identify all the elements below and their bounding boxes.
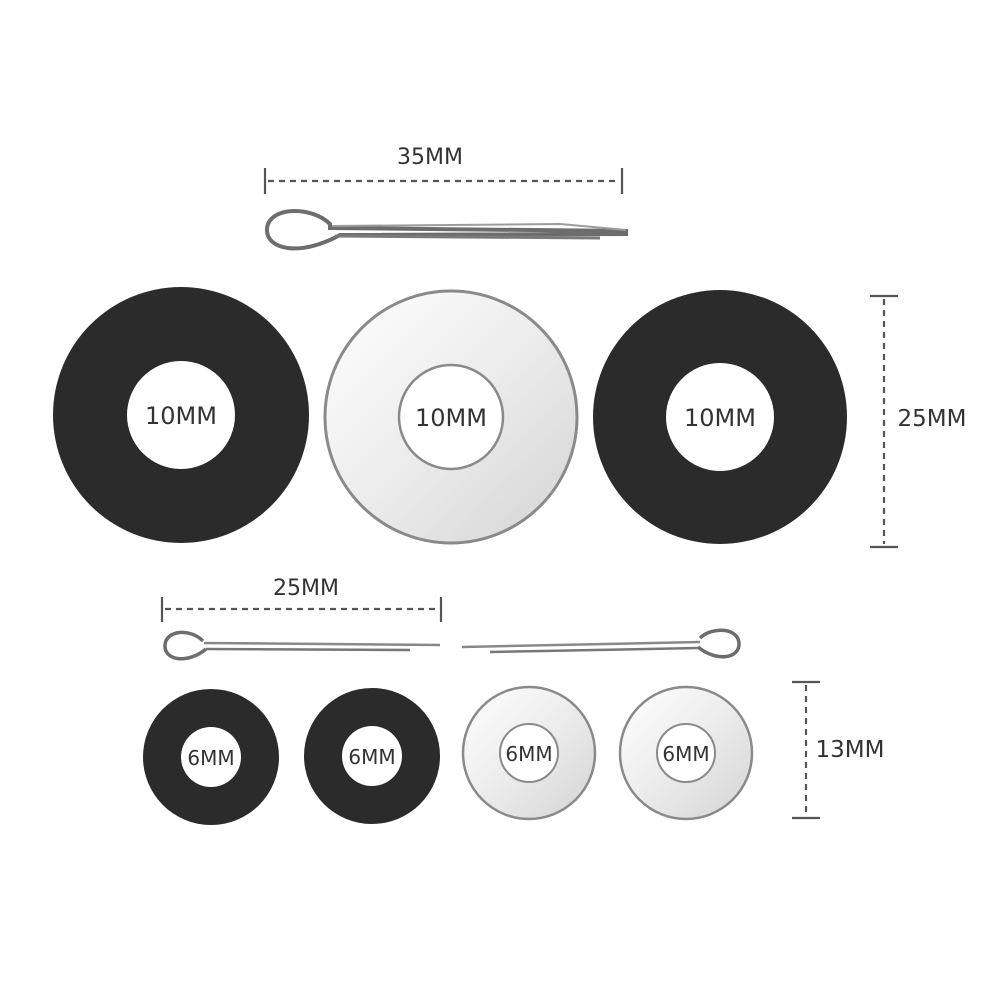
short-pin-dimension: 25MM bbox=[160, 576, 443, 622]
washer-hole-size-label: 6MM bbox=[662, 742, 709, 766]
large-washer-3: 10MM bbox=[593, 290, 847, 544]
washer-hole-size-label: 10MM bbox=[415, 404, 487, 432]
washer-hole-size-label: 6MM bbox=[505, 742, 552, 766]
small-washer-3: 6MM bbox=[461, 685, 597, 821]
long-pin-length-label: 35MM bbox=[397, 145, 463, 170]
washer-hole-size-label: 6MM bbox=[187, 746, 234, 770]
washer-hole-size-label: 6MM bbox=[348, 745, 395, 769]
small-washer-diameter-label: 13MM bbox=[816, 737, 885, 763]
small-washer-2: 6MM bbox=[304, 688, 440, 824]
washer-hole-size-label: 10MM bbox=[684, 404, 756, 432]
small-washer-1: 6MM bbox=[143, 689, 279, 825]
small-washer-4: 6MM bbox=[618, 685, 754, 821]
large-washer-2: 10MM bbox=[323, 289, 579, 545]
short-cotter-pin-left bbox=[163, 630, 441, 661]
washer-hole-size-label: 10MM bbox=[145, 402, 217, 430]
large-washer-dimension: 25MM bbox=[870, 294, 967, 549]
short-cotter-pin-right bbox=[461, 628, 741, 659]
long-pin-dimension: 35MM bbox=[263, 145, 624, 194]
small-washer-dimension: 13MM bbox=[792, 680, 885, 820]
short-pin-length-label: 25MM bbox=[273, 576, 339, 601]
large-washer-diameter-label: 25MM bbox=[898, 406, 967, 432]
long-cotter-pin bbox=[264, 209, 628, 251]
large-washer-1: 10MM bbox=[53, 287, 309, 543]
